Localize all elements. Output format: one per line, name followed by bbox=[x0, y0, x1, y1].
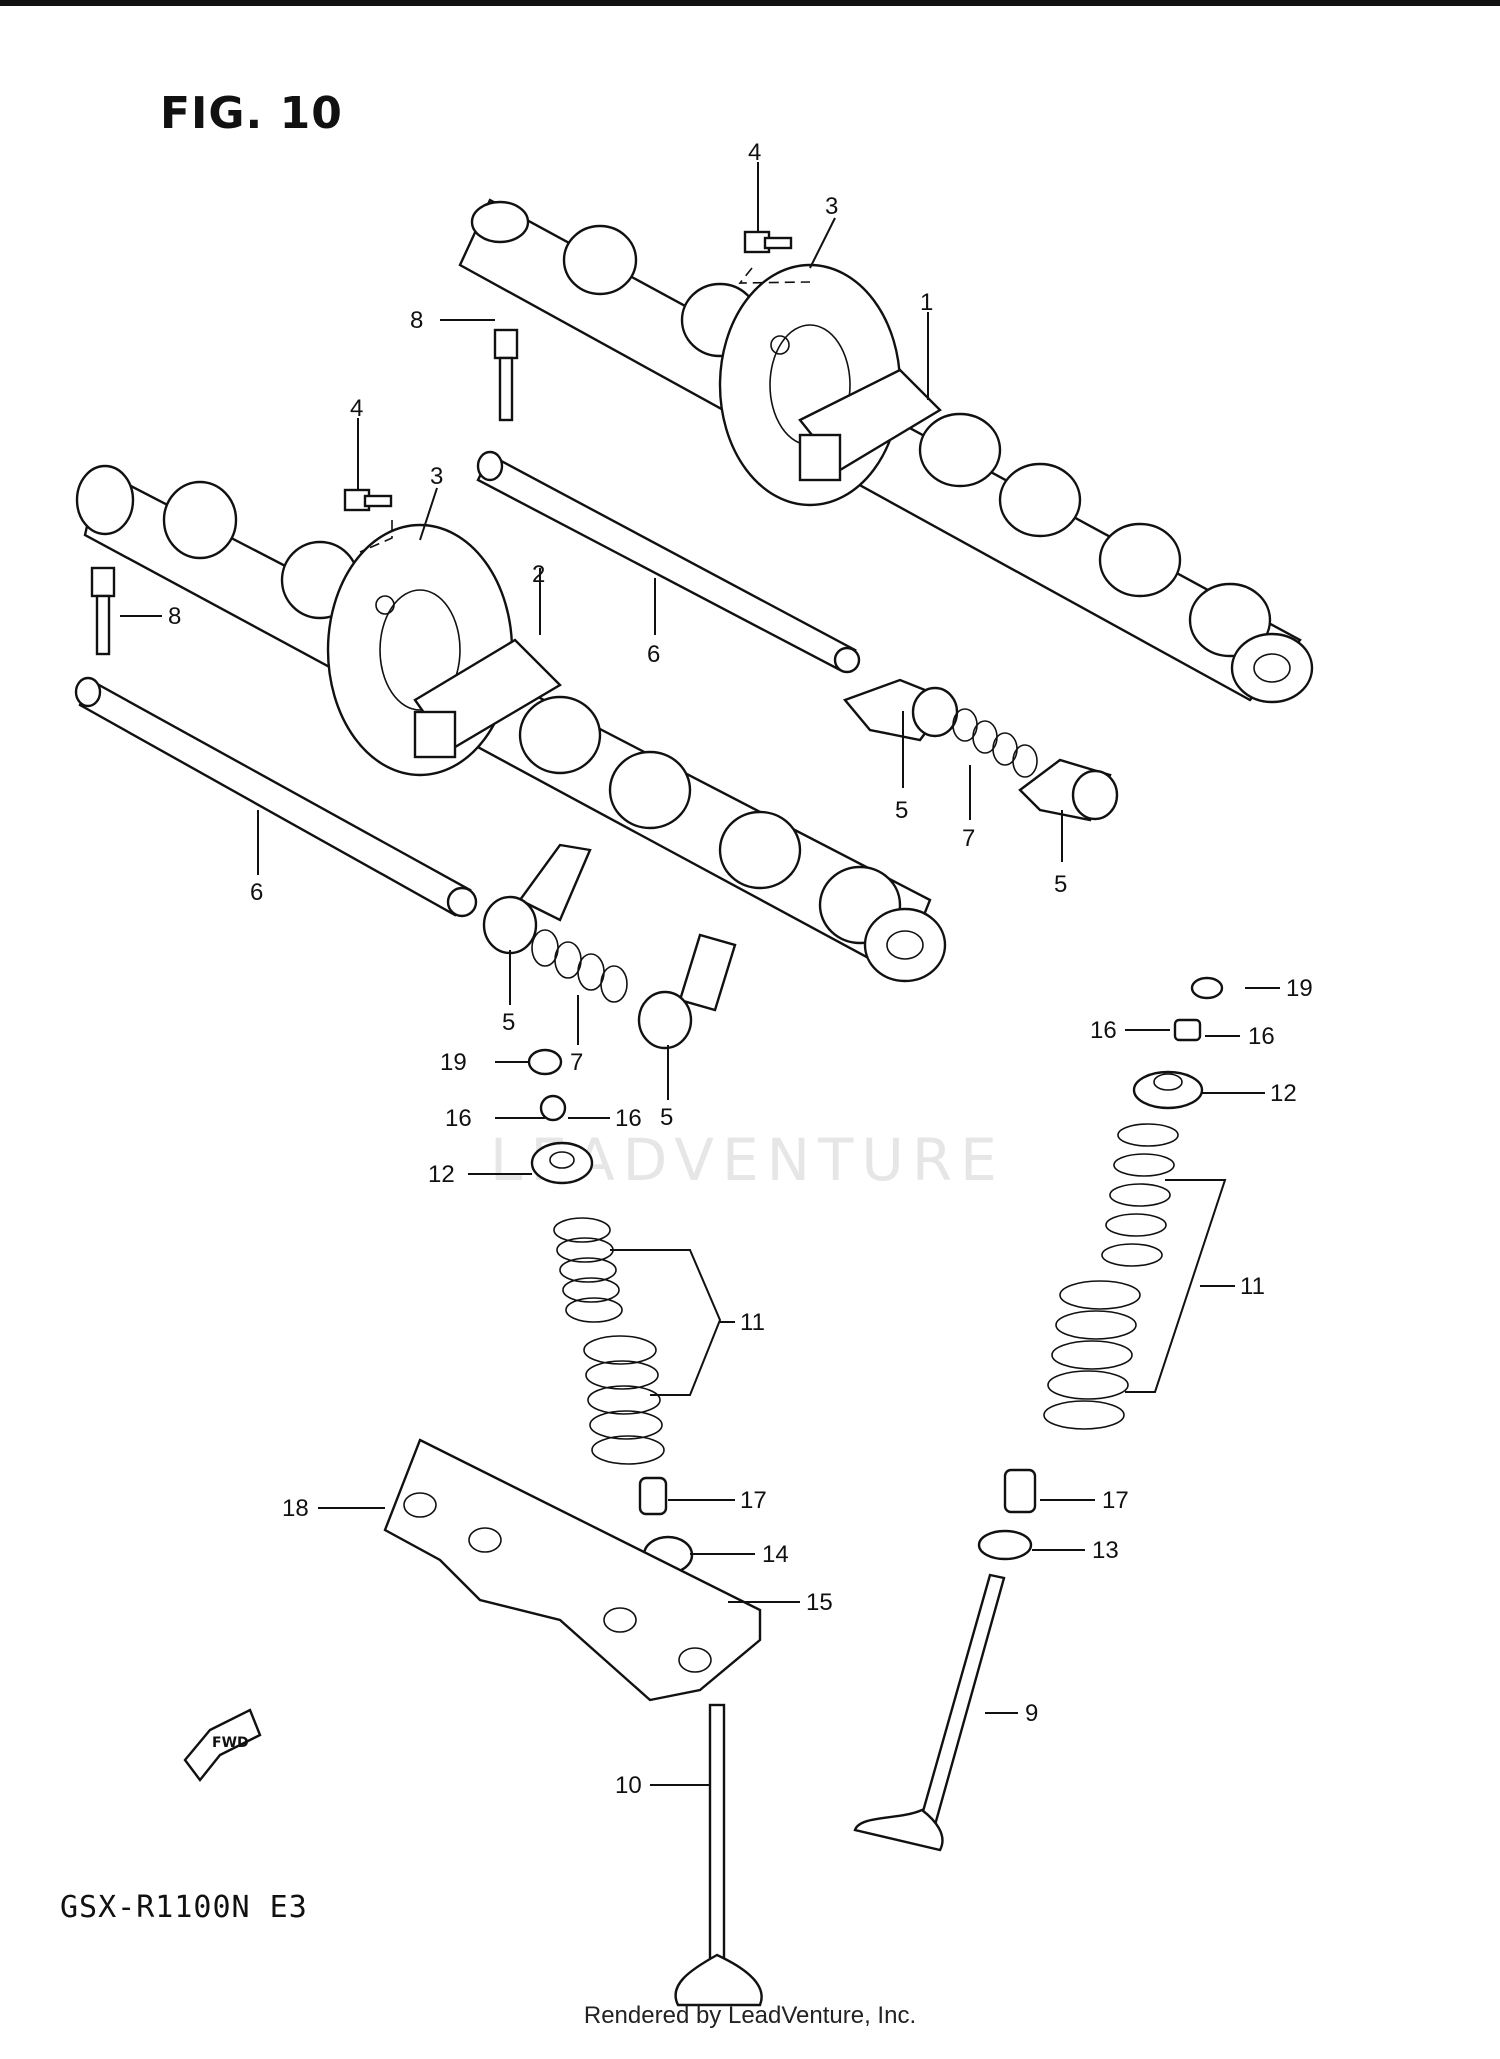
callout-18: 18 bbox=[282, 1495, 309, 1522]
bolt-8-lower bbox=[90, 566, 116, 656]
rocker-spring-7-lower bbox=[531, 929, 628, 1003]
valve-spring-inner-left bbox=[553, 1217, 623, 1323]
fwd-label: FWD bbox=[212, 1735, 249, 1751]
valve-spring-outer-left bbox=[583, 1335, 665, 1465]
gasket-plate-18 bbox=[383, 1438, 762, 1702]
rocker-arm-5b bbox=[1018, 758, 1119, 822]
fwd-arrow-icon: FWD bbox=[183, 1708, 262, 1782]
callout-5d: 5 bbox=[660, 1104, 673, 1131]
camshaft-holder-2 bbox=[413, 638, 562, 759]
callout-11-left: 11 bbox=[740, 1309, 765, 1336]
callout-11-right: 11 bbox=[1240, 1273, 1265, 1300]
callout-8-upper: 8 bbox=[410, 307, 423, 334]
callout-12-left: 12 bbox=[428, 1161, 455, 1188]
stem-seal-17-right bbox=[1003, 1468, 1037, 1514]
callout-5a: 5 bbox=[895, 797, 908, 824]
bolt-8-upper bbox=[493, 328, 519, 422]
callout-3-upper: 3 bbox=[825, 193, 838, 220]
callout-16-left-b: 16 bbox=[615, 1105, 642, 1132]
stem-seal-17-left bbox=[638, 1476, 668, 1516]
callout-17-right: 17 bbox=[1102, 1487, 1129, 1514]
callout-12-right: 12 bbox=[1270, 1080, 1297, 1107]
bolt-4-upper bbox=[743, 230, 793, 254]
callout-16-right-a: 16 bbox=[1090, 1017, 1117, 1044]
retainer-12-right bbox=[1132, 1070, 1204, 1110]
callout-5b: 5 bbox=[1054, 871, 1067, 898]
rocker-arm-5a bbox=[842, 678, 959, 742]
figure-title: FIG. 10 bbox=[160, 88, 343, 139]
alignment-guides bbox=[359, 267, 811, 553]
callout-10: 10 bbox=[615, 1772, 642, 1799]
callout-1: 1 bbox=[920, 289, 933, 316]
model-code: GSX-R1100N E3 bbox=[60, 1890, 308, 1925]
callout-7-lower: 7 bbox=[570, 1049, 583, 1076]
shim-19-left bbox=[527, 1048, 563, 1076]
valve-10-intake bbox=[674, 1703, 763, 2007]
rocker-arm-5c bbox=[482, 843, 592, 955]
rocker-arm-5d bbox=[637, 933, 737, 1050]
cotter-16-right bbox=[1173, 1018, 1202, 1042]
bolt-4-lower bbox=[343, 488, 393, 512]
callout-19-left: 19 bbox=[440, 1049, 467, 1076]
callout-5c: 5 bbox=[502, 1009, 515, 1036]
shim-19-right bbox=[1190, 976, 1224, 1000]
spring-seat-13 bbox=[977, 1529, 1033, 1561]
callout-13: 13 bbox=[1092, 1537, 1119, 1564]
rocker-shaft-lower bbox=[74, 676, 478, 918]
callout-4-upper: 4 bbox=[748, 139, 761, 166]
camshaft-holder-1 bbox=[798, 368, 942, 482]
callout-labels: 4 3 1 8 4 3 2 6 8 6 5 7 5 5 7 5 19 16 16… bbox=[168, 139, 1313, 1799]
leader-lines bbox=[120, 162, 1280, 1786]
callout-17-left: 17 bbox=[740, 1487, 767, 1514]
callout-16-right-b: 16 bbox=[1248, 1023, 1275, 1050]
rocker-spring-7-upper bbox=[952, 708, 1038, 778]
camshaft-2 bbox=[75, 464, 947, 983]
footer-credit: Rendered by LeadVenture, Inc. bbox=[583, 2002, 917, 2029]
callout-2: 2 bbox=[532, 561, 545, 588]
callout-3-lower: 3 bbox=[430, 463, 443, 490]
callout-16-left-a: 16 bbox=[445, 1105, 472, 1132]
callout-14: 14 bbox=[762, 1541, 789, 1568]
retainer-12-left bbox=[530, 1141, 594, 1185]
callout-8-lower: 8 bbox=[168, 603, 181, 630]
callout-9: 9 bbox=[1025, 1700, 1038, 1727]
callout-15: 15 bbox=[806, 1589, 833, 1616]
valve-spring-inner-right bbox=[1101, 1123, 1179, 1267]
valve-9-exhaust bbox=[853, 1573, 1006, 1852]
callout-19-right: 19 bbox=[1286, 975, 1313, 1002]
callout-6-lower: 6 bbox=[250, 879, 263, 906]
valve-spring-outer-right bbox=[1043, 1280, 1141, 1430]
callout-4-lower: 4 bbox=[350, 395, 363, 422]
cotter-16-left bbox=[539, 1094, 567, 1122]
callout-6-upper: 6 bbox=[647, 641, 660, 668]
rocker-shaft-upper bbox=[476, 450, 861, 674]
top-border bbox=[0, 0, 1500, 6]
callout-7-upper: 7 bbox=[962, 825, 975, 852]
